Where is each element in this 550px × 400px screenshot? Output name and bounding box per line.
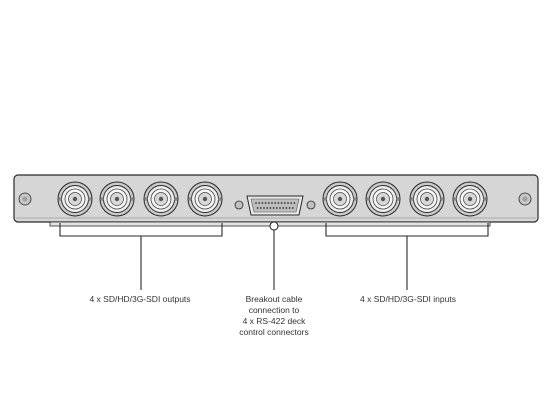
bnc-output-connector [187,181,223,217]
bnc-output-connector [57,181,93,217]
dsub-pin [287,202,289,204]
dsub-pin [261,202,264,204]
bnc-output-connector [143,181,179,217]
dsub-pin [279,207,281,209]
dsub-pin [258,202,261,204]
dsub-connector [234,195,316,216]
dsub-pin [280,202,283,204]
dsub-pin [274,202,277,204]
bnc-output-connector [99,181,135,217]
breakout-pointer-dot [269,221,279,231]
dsub-pin [263,207,265,209]
dsub-pin [290,202,293,204]
bnc-outputs-group [57,181,223,217]
dsub-pin [255,202,257,204]
callout-lines [59,221,489,290]
inputs-label: 4 x SD/HD/3G-SDI inputs [360,294,456,304]
dsub-pin [272,207,275,209]
dsub-pin [277,202,280,204]
dsub-pin [256,207,259,209]
dsub-pin [266,207,269,209]
breakout-label-line: connection to [248,305,300,315]
dsub-right-post [306,200,316,210]
outputs-label: 4 x SD/HD/3G-SDI outputs [89,294,191,304]
dsub-pin [283,202,286,204]
dsub-pin [271,202,273,204]
bnc-input-connector [409,181,445,217]
dsub-pin [275,207,278,209]
left-mounting-screw [18,192,32,206]
dsub-pin [269,207,272,209]
dsub-pins [255,202,296,209]
dsub-pin [285,207,288,209]
dsub-left-post [234,200,244,210]
dsub-pin [259,207,262,209]
bnc-input-connector [365,181,401,217]
bnc-input-connector [452,181,488,217]
dsub-pin [291,207,294,209]
dsub-pin [282,207,285,209]
bnc-inputs-group [322,181,488,217]
dsub-pin [293,202,296,204]
dsub-pin [288,207,291,209]
right-mounting-screw [518,192,532,206]
breakout-label-line: control connectors [239,327,309,337]
bnc-input-connector [322,181,358,217]
dsub-pin [267,202,270,204]
breakout-label-line: 4 x RS-422 deck [242,316,306,326]
breakout-label-line: Breakout cable [245,294,303,304]
breakout-label: Breakout cable connection to 4 x RS-422 … [222,294,326,338]
dsub-pin [264,202,267,204]
